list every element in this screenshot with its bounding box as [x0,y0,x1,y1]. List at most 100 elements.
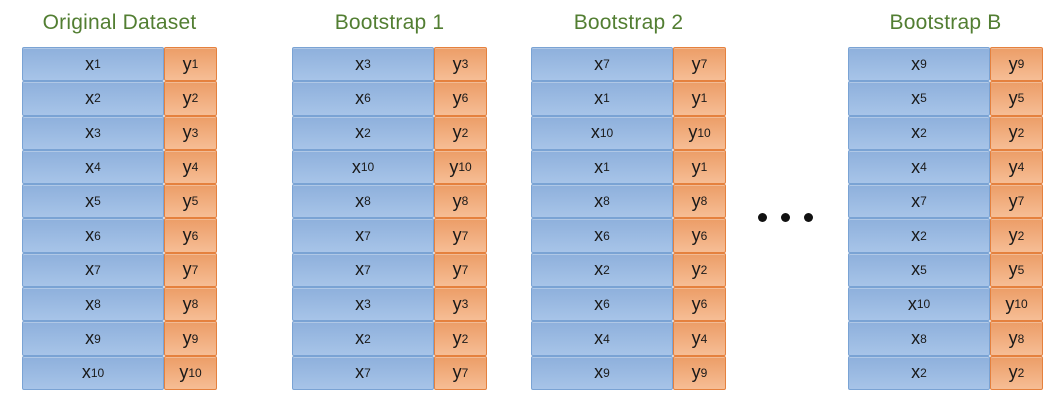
y-label: y [1005,293,1015,314]
x-label: x [355,328,365,349]
y-label: y [182,190,192,211]
y-label: y [452,87,462,108]
x-label: x [355,225,365,246]
x-label: x [911,87,921,108]
y-label: y [691,87,701,108]
x-label: x [594,362,604,383]
y-label: y [691,328,701,349]
x-label: x [351,156,361,177]
x-label: x [911,53,921,74]
x-label: x [355,122,365,143]
x-label: x [594,225,604,246]
x-label: x [594,259,604,280]
y-label: y [182,328,192,349]
x-label: x [911,328,921,349]
y-label: y [182,259,192,280]
y-label: y [452,259,462,280]
y-label: y [691,362,701,383]
y-label: y [1008,362,1018,383]
x-label: x [590,122,600,143]
y-label: y [182,156,192,177]
y-label: y [691,259,701,280]
y-label: y [1008,53,1018,74]
x-label: x [594,190,604,211]
y-label: y [452,190,462,211]
x-label: x [355,87,365,108]
x-label: x [355,53,365,74]
y-label: y [691,293,701,314]
x-label: x [85,328,95,349]
x-label: x [594,87,604,108]
x-label: x [355,293,365,314]
x-label: x [911,190,921,211]
y-label: y [691,225,701,246]
table-title: Bootstrap 2 [573,11,684,34]
ellipsis-dot [758,213,767,222]
x-label: x [85,259,95,280]
